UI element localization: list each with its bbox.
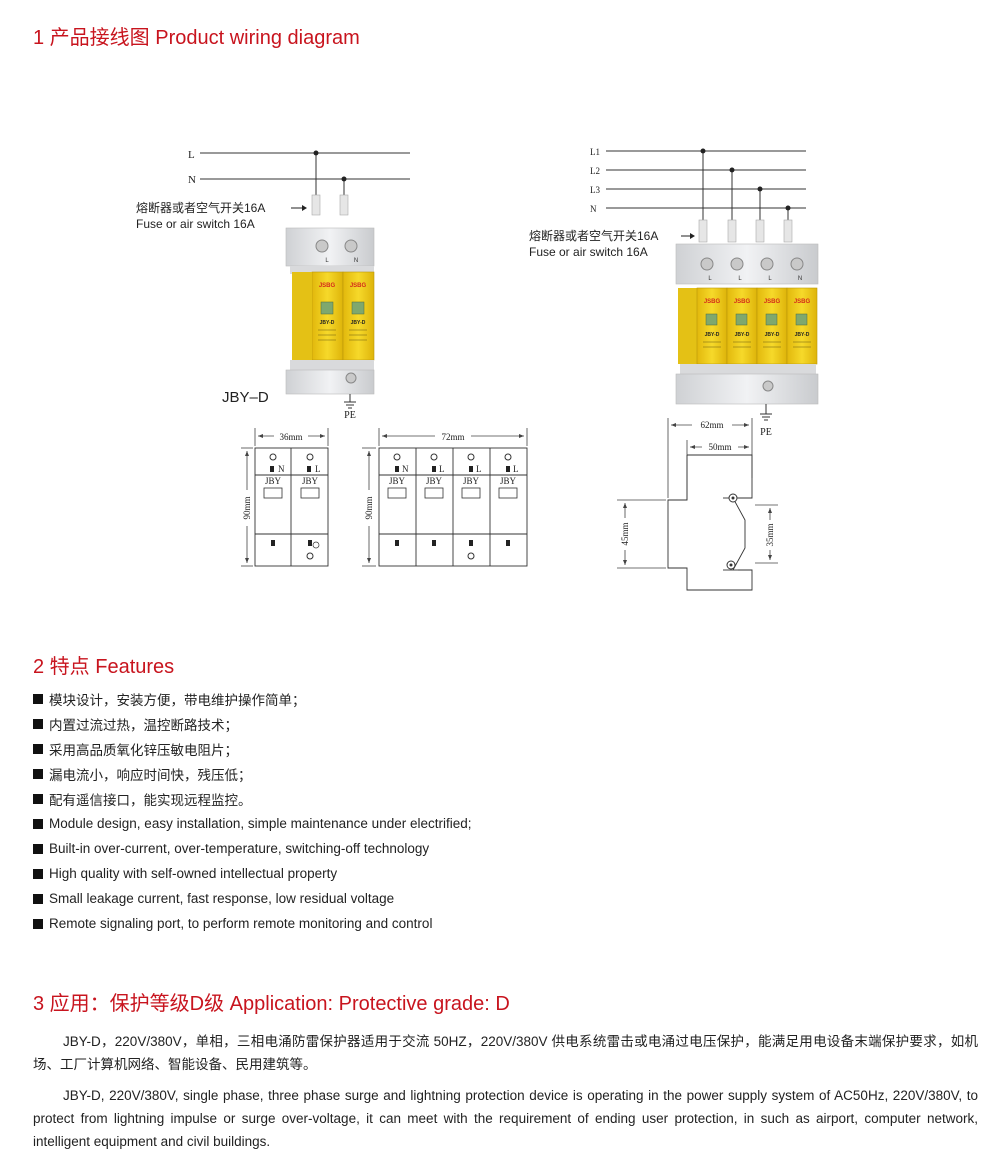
- height-dim-90-b: 90mm: [364, 496, 374, 519]
- svg-text:N: N: [354, 258, 358, 264]
- bullet-square-icon: [33, 719, 43, 729]
- surge-protector-photo-2p: L N JSBG JSBG JBY-D JBY-D: [285, 227, 375, 395]
- section-1-title: 1 产品接线图 Product wiring diagram: [33, 27, 360, 49]
- svg-text:L: L: [768, 276, 772, 282]
- feature-cn-1: 模块设计，安装方便，带电维护操作简单；: [33, 689, 306, 709]
- svg-text:L: L: [738, 276, 742, 282]
- svg-text:L: L: [315, 464, 321, 474]
- bullet-square-icon: [33, 694, 43, 704]
- bullet-square-icon: [33, 769, 43, 779]
- line-label-n: N: [188, 174, 196, 186]
- svg-text:JBY: JBY: [302, 476, 319, 486]
- pe-label: PE: [344, 410, 356, 421]
- feature-en-1: Module design, easy installation, simple…: [33, 816, 472, 831]
- svg-text:JBY: JBY: [265, 476, 282, 486]
- bullet-square-icon: [33, 868, 43, 879]
- svg-text:L: L: [325, 258, 329, 264]
- line-label-l: L: [188, 149, 195, 161]
- surge-protector-photo-4p: L L L N JSBG JSBG JSBG JSBG JBY-D JBY-D …: [675, 243, 819, 405]
- svg-text:L2: L2: [590, 166, 600, 176]
- height-dim-90-a: 90mm: [242, 496, 252, 519]
- fuse-label-cn: 熔断器或者空气开关16A: [136, 200, 265, 215]
- svg-text:JSBG: JSBG: [350, 283, 367, 289]
- application-paragraph-en: JBY-D, 220V/380V, single phase, three ph…: [33, 1088, 978, 1149]
- svg-text:JSBG: JSBG: [764, 299, 781, 305]
- svg-text:L: L: [513, 464, 519, 474]
- right-dim-35: 35mm: [765, 523, 775, 546]
- feature-en-3: High quality with self-owned intellectua…: [33, 866, 337, 881]
- feature-cn-3: 采用高品质氧化锌压敏电阻片；: [33, 739, 238, 759]
- svg-text:N: N: [402, 464, 409, 474]
- bullet-square-icon: [33, 744, 43, 754]
- svg-text:JBY: JBY: [463, 476, 480, 486]
- inner-dim-50: 50mm: [708, 442, 731, 452]
- svg-text:JBY-D: JBY-D: [735, 332, 750, 338]
- fuse-label-en-3p: Fuse or air switch 16A: [529, 245, 648, 259]
- svg-text:JSBG: JSBG: [704, 299, 721, 305]
- svg-text:L: L: [708, 276, 712, 282]
- svg-text:JBY-D: JBY-D: [765, 332, 780, 338]
- front-view-2p: 36mm N L JBY JBY 90mm: [240, 428, 329, 567]
- svg-text:N: N: [278, 464, 285, 474]
- application-paragraph-cn: JBY-D，220V/380V，单相，三相电涌防雷保护器适用于交流 50HZ，2…: [33, 1034, 978, 1072]
- svg-text:JBY-D: JBY-D: [795, 332, 810, 338]
- svg-text:JSBG: JSBG: [319, 283, 336, 289]
- bullet-square-icon: [33, 818, 43, 829]
- three-phase-wiring: L1 L2 L3 N 熔断器或者空气开关16A Fuse or air swit…: [529, 147, 819, 438]
- fuse-label-cn-3p: 熔断器或者空气开关16A: [529, 228, 658, 243]
- feature-cn-4: 漏电流小，响应时间快，残压低；: [33, 764, 252, 784]
- width-dim-72: 72mm: [441, 432, 464, 442]
- left-dim-45: 45mm: [620, 522, 630, 545]
- bullet-square-icon: [33, 843, 43, 854]
- svg-text:JBY: JBY: [500, 476, 517, 486]
- svg-text:JBY: JBY: [389, 476, 406, 486]
- svg-text:L3: L3: [590, 185, 600, 195]
- depth-dim-62: 62mm: [700, 420, 723, 430]
- feature-en-2: Built-in over-current, over-temperature,…: [33, 841, 429, 856]
- svg-text:N: N: [590, 204, 597, 214]
- front-view-4p: 72mm N L L L JBY JBY JBY JBY: [361, 428, 528, 567]
- svg-text:JSBG: JSBG: [794, 299, 811, 305]
- fuse-label-en: Fuse or air switch 16A: [136, 217, 255, 231]
- svg-text:L: L: [476, 464, 482, 474]
- wiring-diagram: L N 熔断器或者空气开关16A Fuse or air switch 16A …: [136, 147, 819, 591]
- bullet-square-icon: [33, 893, 43, 904]
- side-view: 62mm 50mm 45mm 35mm: [617, 418, 778, 591]
- svg-text:JBY-D: JBY-D: [320, 320, 335, 326]
- single-phase-wiring: L N 熔断器或者空气开关16A Fuse or air switch 16A …: [136, 149, 410, 421]
- svg-text:JSBG: JSBG: [734, 299, 751, 305]
- feature-cn-2: 内置过流过热，温控断路技术；: [33, 714, 238, 734]
- pe-label-3p: PE: [760, 427, 772, 438]
- svg-text:JBY-D: JBY-D: [705, 332, 720, 338]
- width-dim-36: 36mm: [279, 432, 302, 442]
- svg-text:N: N: [798, 276, 802, 282]
- bullet-square-icon: [33, 918, 43, 929]
- feature-en-5: Remote signaling port, to perform remote…: [33, 916, 432, 931]
- svg-text:L: L: [439, 464, 445, 474]
- feature-en-4: Small leakage current, fast response, lo…: [33, 891, 394, 906]
- svg-text:L1: L1: [590, 147, 600, 157]
- section-2-title: 2 特点 Features: [33, 656, 175, 678]
- svg-text:JBY-D: JBY-D: [351, 320, 366, 326]
- section-3-title: 3 应用：保护等级D级 Application: Protective grad…: [33, 993, 510, 1015]
- svg-text:JBY: JBY: [426, 476, 443, 486]
- feature-cn-5: 配有遥信接口，能实现远程监控。: [33, 789, 252, 809]
- model-caption: JBY–D: [222, 389, 269, 406]
- bullet-square-icon: [33, 794, 43, 804]
